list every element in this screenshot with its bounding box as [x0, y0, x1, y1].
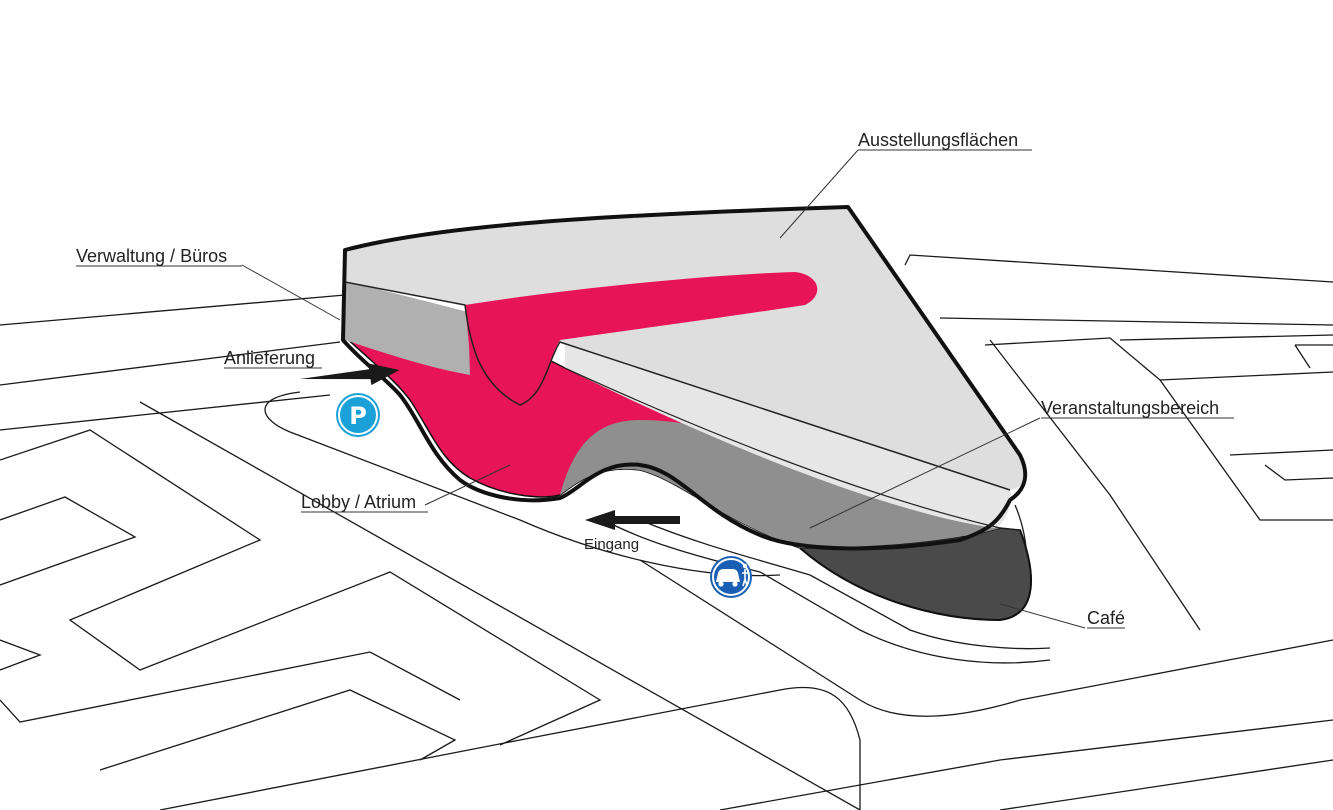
road-lower-2: [719, 719, 1333, 810]
labels: Ausstellungsflächen Verwaltung / Büros A…: [76, 130, 1234, 629]
drop-off-lane-inner: [639, 519, 1051, 650]
label-administration: Verwaltung / Büros: [76, 246, 227, 266]
main-street-diagonal-b: [0, 341, 341, 386]
label-delivery: Anlieferung: [224, 348, 315, 368]
back-street-right-2: [939, 317, 1333, 326]
road-lower-3: [999, 759, 1333, 810]
leader-lines: [241, 149, 1086, 629]
street-block-4: [0, 639, 42, 671]
back-street-right-8: [1119, 334, 1333, 341]
back-street-top: [0, 294, 346, 326]
label-exhibition: Ausstellungsflächen: [858, 130, 1018, 150]
back-street-right-1: [904, 254, 1333, 283]
roof-edge-band: [565, 345, 1012, 528]
back-street-right-3: [984, 337, 1333, 381]
road-bottom-left: [159, 686, 861, 810]
back-street-right-5: [1159, 379, 1333, 521]
roof-exhibition: [345, 207, 1026, 490]
leader-administration: [241, 264, 341, 321]
delivery-arrow: [299, 363, 400, 386]
leader-exhibition: [779, 149, 859, 239]
back-street-right-9: [1264, 464, 1333, 481]
parking-icon: P: [336, 393, 380, 437]
label-lobby: Lobby / Atrium: [301, 492, 416, 512]
street-block-1: [0, 429, 602, 746]
road-lower: [639, 559, 1333, 717]
parking-icon-letter: P: [349, 402, 367, 430]
building-outline: [341, 205, 1028, 551]
back-street-right-7: [1294, 344, 1333, 369]
back-street-right-4: [989, 339, 1201, 631]
street-block-2: [0, 496, 137, 586]
main-street-diagonal-a: [139, 401, 861, 810]
label-events: Veranstaltungsbereich: [1041, 398, 1219, 418]
roof-fold-line: [344, 281, 1011, 491]
car-dropoff-icon: [710, 556, 752, 598]
arrows: [299, 363, 680, 530]
site-linework: [0, 254, 1333, 810]
street-block-5: [99, 689, 457, 771]
back-street-right-6: [1229, 449, 1333, 456]
leader-events: [809, 417, 1041, 529]
facade-band-left: [343, 280, 470, 375]
main-street-upper: [0, 394, 331, 431]
leader-cafe: [999, 603, 1086, 629]
entrance-arrow: [585, 510, 680, 530]
label-cafe: Café: [1087, 608, 1125, 628]
roof-skylight: [465, 272, 818, 406]
events-volume: [560, 420, 1000, 548]
roof-fold-line-2: [564, 367, 1001, 529]
cafe-outline: [799, 529, 1033, 622]
drop-off-lane: [599, 517, 1051, 664]
street-block-3: [0, 651, 461, 723]
label-entrance: Eingang: [584, 536, 639, 553]
leader-lobby: [424, 464, 511, 506]
building-volume: [341, 205, 1033, 622]
